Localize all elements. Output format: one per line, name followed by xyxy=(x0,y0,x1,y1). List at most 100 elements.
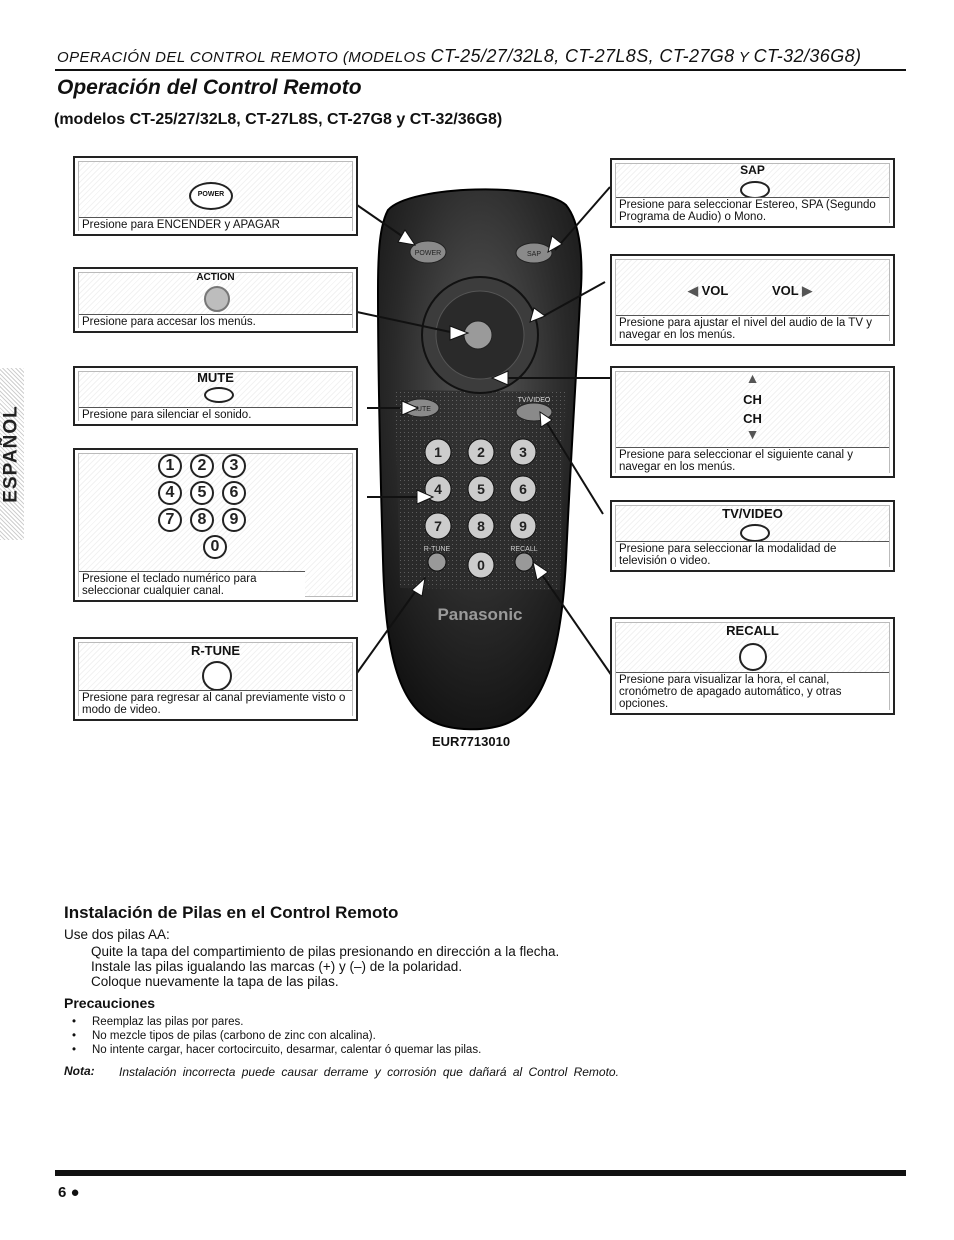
ch-down-label: CH xyxy=(743,411,762,426)
keypad-key-5: 5 xyxy=(190,481,214,505)
vol-down-group: ◀ VOL xyxy=(688,283,728,299)
vol-right-arrow-icon: ▶ xyxy=(802,283,813,298)
vol-up-group: VOL ▶ xyxy=(772,283,812,299)
keypad-caption: Presione el teclado numérico para selecc… xyxy=(79,571,305,597)
remote-key-1 xyxy=(424,438,452,466)
svg-text:1: 1 xyxy=(434,444,442,460)
remote-key-4 xyxy=(424,475,452,503)
keypad-key-3: 3 xyxy=(222,454,246,478)
battery-step: Quite la tapa del compartimiento de pila… xyxy=(91,944,560,959)
recall-button-icon xyxy=(739,643,767,671)
tvvideo-caption: Presione para seleccionar la modalidad d… xyxy=(616,541,889,567)
callout-rtune: R-TUNE Presione para regresar al canal p… xyxy=(73,637,358,721)
remote-key-7 xyxy=(424,512,452,540)
mute-label: MUTE xyxy=(197,370,234,385)
battery-steps: Quite la tapa del compartimiento de pila… xyxy=(91,944,559,989)
remote-key-0 xyxy=(467,551,495,579)
remote-rtune-label: R-TUNE xyxy=(424,546,451,553)
recall-caption: Presione para visualizar la hora, el can… xyxy=(616,672,889,710)
remote-recall-label: RECALL xyxy=(510,546,537,553)
precaution-item: Reemplaz las pilas por pares. xyxy=(72,1015,481,1029)
power-caption: Presione para ENCENDER y APAGAR xyxy=(79,217,352,231)
ch-caption: Presione para seleccionar el siguiente c… xyxy=(616,447,889,473)
rtune-label: R-TUNE xyxy=(190,643,241,658)
remote-key-8 xyxy=(467,512,495,540)
language-side-tab: ESPAÑOL xyxy=(0,368,24,540)
note-label: Nota: xyxy=(64,1064,95,1078)
callout-sap: SAP Presione para seleccionar Estereo, S… xyxy=(610,158,895,228)
ch-up-arrow-icon: ▲ xyxy=(745,370,760,386)
remote-action-button xyxy=(463,320,493,350)
action-caption: Presione para accesar los menús. xyxy=(79,314,352,328)
precaution-item: No intente cargar, hacer cortocircuito, … xyxy=(72,1043,481,1057)
callout-tvvideo: TV/VIDEO Presione para seleccionar la mo… xyxy=(610,500,895,572)
header-rule xyxy=(55,69,906,71)
callout-mute: MUTE Presione para silenciar el sonido. xyxy=(73,366,358,426)
remote-brand-logo: Panasonic xyxy=(437,605,522,624)
battery-step: Instale las pilas igualando las marcas (… xyxy=(91,959,463,974)
callout-action: ACTION Presione para accesar los menús. xyxy=(73,267,358,333)
tvvideo-label: TV/VIDEO xyxy=(722,506,783,521)
keypad-row-3: 7 8 9 xyxy=(158,508,246,532)
keypad-key-0: 0 xyxy=(203,535,227,559)
svg-text:8: 8 xyxy=(477,518,485,534)
leader-arrowheads xyxy=(397,229,563,597)
vol-left-arrow-icon: ◀ xyxy=(688,283,698,298)
recall-label: RECALL xyxy=(726,623,779,638)
rtune-button-icon xyxy=(202,661,232,691)
remote-power-label: POWER xyxy=(415,250,441,257)
svg-text:0: 0 xyxy=(477,557,485,573)
precaution-item: No mezcle tipos de pilas (carbono de zin… xyxy=(72,1029,481,1043)
remote-tvvideo-label: TV/VIDEO xyxy=(518,397,551,404)
svg-text:9: 9 xyxy=(519,518,527,534)
sap-label: SAP xyxy=(740,163,765,177)
page-title: Operación del Control Remoto xyxy=(57,76,362,99)
sap-caption: Presione para seleccionar Estereo, SPA (… xyxy=(616,197,889,223)
page-number: 6 ● xyxy=(58,1184,80,1201)
keypad-row-1: 1 2 3 xyxy=(158,454,246,478)
callout-vol: ◀ VOL VOL ▶ Presione para ajustar el niv… xyxy=(610,254,895,346)
rtune-caption: Presione para regresar al canal previame… xyxy=(79,690,352,716)
tvvideo-button-icon xyxy=(740,524,770,542)
callout-recall: RECALL Presione para visualizar la hora,… xyxy=(610,617,895,715)
remote-power-button xyxy=(409,240,447,264)
remote-illustration: POWER SAP MUTE TV/VIDEO 1 2 3 4 5 6 7 8 … xyxy=(356,186,613,731)
svg-text:7: 7 xyxy=(434,518,442,534)
ch-down-arrow-icon: ▼ xyxy=(745,426,760,442)
battery-step: Coloque nuevamente la tapa de las pilas. xyxy=(91,974,339,989)
remote-key-6 xyxy=(509,475,537,503)
keypad-key-9: 9 xyxy=(222,508,246,532)
remote-key-5 xyxy=(467,475,495,503)
keypad-key-4: 4 xyxy=(158,481,182,505)
callout-ch: ▲ CH CH ▼ Presione para seleccionar el s… xyxy=(610,366,895,478)
remote-model-code: EUR7713010 xyxy=(432,734,511,749)
vol-caption: Presione para ajustar el nivel del audio… xyxy=(616,315,889,341)
vol-left-label: VOL xyxy=(701,283,729,298)
remote-mute-label: MUTE xyxy=(411,406,431,413)
svg-text:4: 4 xyxy=(434,481,442,497)
keypad-key-2: 2 xyxy=(190,454,214,478)
callout-power: POWER Presione para ENCENDER y APAGAR xyxy=(73,156,358,236)
remote-key-3 xyxy=(509,438,537,466)
remote-key-2 xyxy=(467,438,495,466)
action-button-icon xyxy=(204,286,230,312)
mute-caption: Presione para silenciar el sonido. xyxy=(79,407,352,421)
precautions-title: Precauciones xyxy=(64,995,156,1011)
battery-section-title: Instalación de Pilas en el Control Remot… xyxy=(64,903,399,922)
mute-button-icon xyxy=(204,387,234,403)
callout-keypad: 1 2 3 4 5 6 7 8 9 0 Presione el teclado … xyxy=(73,448,358,602)
footer-rule xyxy=(55,1170,906,1176)
note-text: Instalación incorrecta puede causar derr… xyxy=(119,1065,619,1079)
remote-sap-label: SAP xyxy=(527,251,541,258)
svg-text:5: 5 xyxy=(477,481,485,497)
keypad-key-8: 8 xyxy=(190,508,214,532)
page-subtitle: (modelos CT-25/27/32L8, CT-27L8S, CT-27G… xyxy=(54,111,503,128)
remote-recall-button xyxy=(514,552,534,572)
ch-up-label: CH xyxy=(743,392,762,407)
keypad-row-2: 4 5 6 xyxy=(158,481,246,505)
remote-sap-button xyxy=(515,242,553,264)
running-header: OPERACIÓN DEL CONTROL REMOTO (MODELOS CT… xyxy=(57,46,862,66)
power-button-icon: POWER xyxy=(189,182,233,210)
leader-lines xyxy=(356,186,613,677)
keypad-key-6: 6 xyxy=(222,481,246,505)
